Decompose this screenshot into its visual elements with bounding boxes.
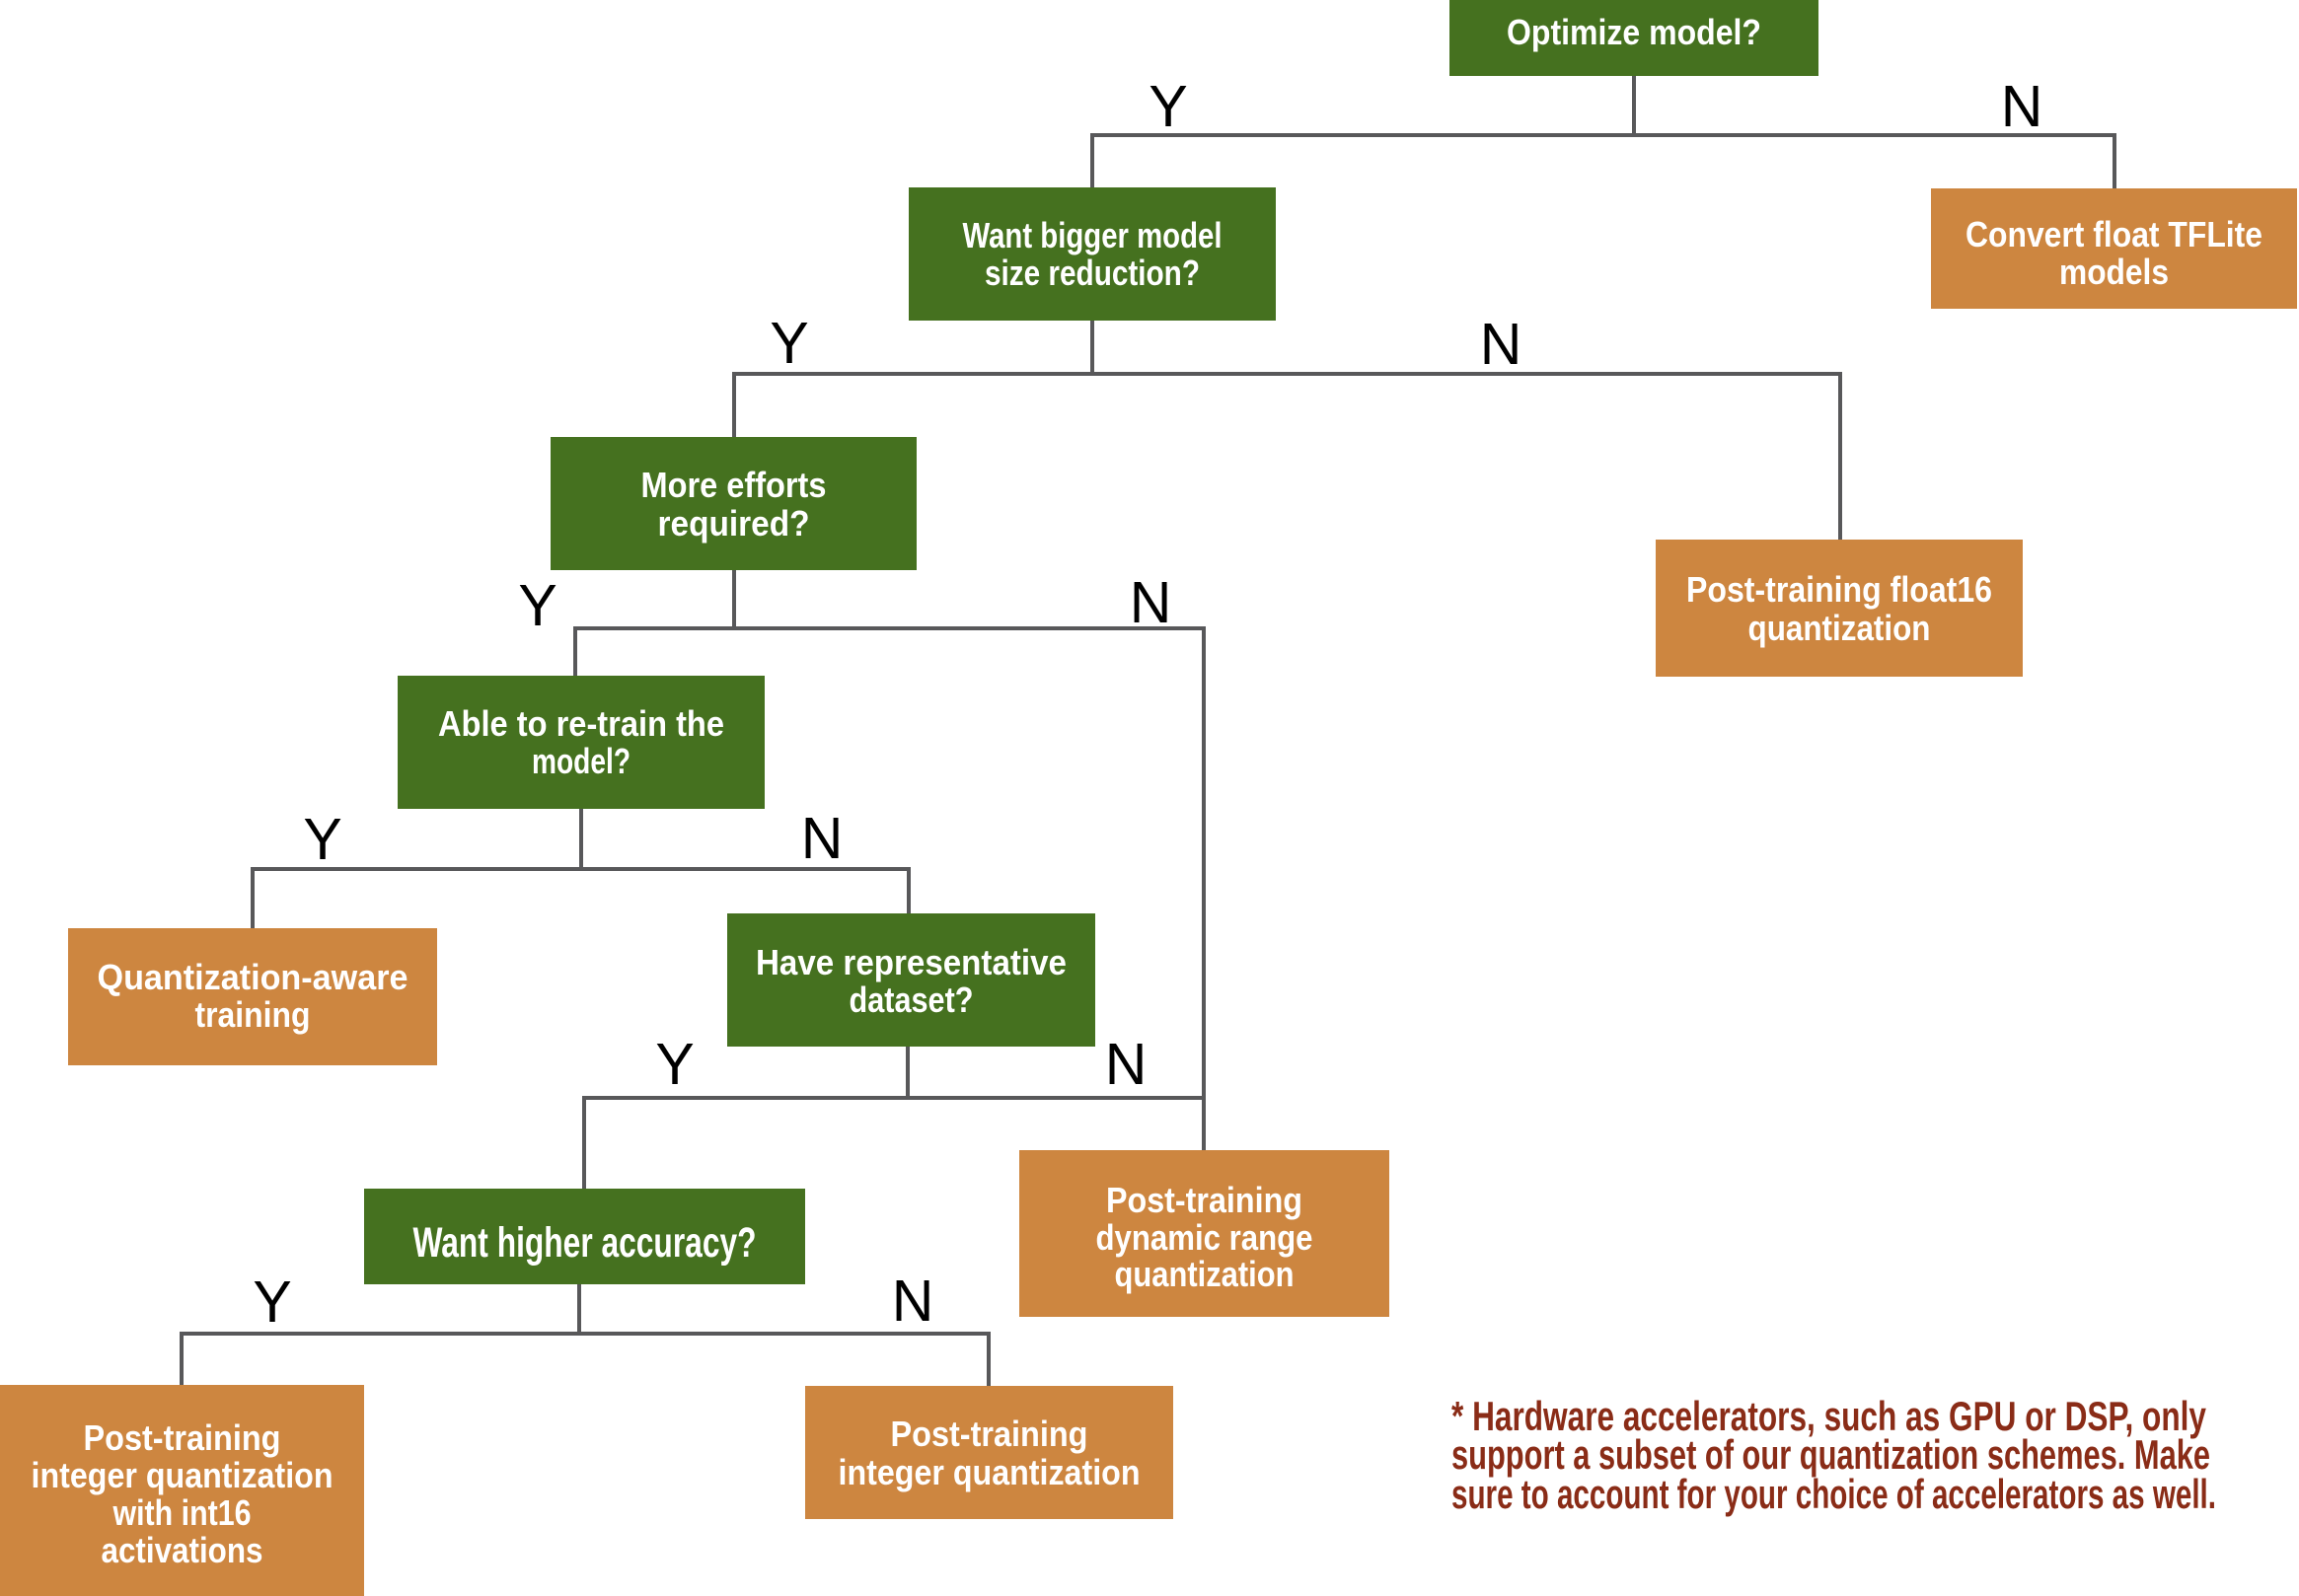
svg-text:size reduction?: size reduction? bbox=[985, 253, 1200, 293]
svg-text:quantization: quantization bbox=[1115, 1254, 1295, 1294]
svg-text:N: N bbox=[1105, 1032, 1148, 1097]
svg-text:quantization: quantization bbox=[1748, 608, 1931, 648]
svg-text:activations: activations bbox=[102, 1530, 263, 1570]
svg-text:N: N bbox=[801, 806, 844, 871]
svg-text:dynamic range: dynamic range bbox=[1096, 1217, 1313, 1258]
svg-text:support a subset of our quanti: support a subset of our quantization sch… bbox=[1451, 1431, 2210, 1478]
svg-text:More efforts: More efforts bbox=[641, 465, 827, 505]
svg-text:Y: Y bbox=[1149, 74, 1187, 139]
svg-text:Y: Y bbox=[770, 311, 808, 376]
svg-text:dataset?: dataset? bbox=[850, 979, 974, 1020]
svg-text:Post-training float16: Post-training float16 bbox=[1686, 569, 1992, 610]
svg-text:with int16: with int16 bbox=[112, 1492, 252, 1533]
svg-text:Want higher accuracy?: Want higher accuracy? bbox=[413, 1219, 757, 1267]
svg-text:Y: Y bbox=[518, 573, 556, 638]
svg-text:integer quantization: integer quantization bbox=[839, 1452, 1141, 1492]
svg-text:N: N bbox=[1130, 570, 1172, 635]
svg-text:Post-training: Post-training bbox=[891, 1414, 1088, 1454]
svg-text:Able to re-train the: Able to re-train the bbox=[438, 703, 724, 744]
svg-text:required?: required? bbox=[658, 503, 810, 544]
svg-text:sure to account for your choic: sure to account for your choice of accel… bbox=[1451, 1471, 2216, 1517]
svg-text:integer quantization: integer quantization bbox=[32, 1455, 334, 1495]
svg-text:Y: Y bbox=[253, 1270, 291, 1335]
svg-text:Want bigger model: Want bigger model bbox=[963, 215, 1223, 255]
svg-text:Convert float TFLite: Convert float TFLite bbox=[1965, 214, 2262, 254]
svg-text:N: N bbox=[892, 1269, 934, 1334]
svg-text:Quantization-aware: Quantization-aware bbox=[98, 957, 408, 997]
svg-text:Post-training: Post-training bbox=[1106, 1180, 1302, 1220]
svg-text:models: models bbox=[2059, 252, 2169, 292]
svg-text:N: N bbox=[1480, 312, 1522, 377]
svg-text:Post-training: Post-training bbox=[84, 1417, 281, 1458]
svg-text:Optimize model?: Optimize model? bbox=[1507, 12, 1761, 52]
svg-text:model?: model? bbox=[532, 741, 630, 781]
svg-text:training: training bbox=[195, 994, 311, 1035]
svg-text:Y: Y bbox=[303, 807, 341, 872]
svg-text:N: N bbox=[2001, 74, 2043, 139]
svg-text:Y: Y bbox=[655, 1032, 694, 1097]
svg-text:* Hardware accelerators, such: * Hardware accelerators, such as GPU or … bbox=[1451, 1393, 2206, 1439]
svg-text:Have representative: Have representative bbox=[756, 942, 1067, 982]
